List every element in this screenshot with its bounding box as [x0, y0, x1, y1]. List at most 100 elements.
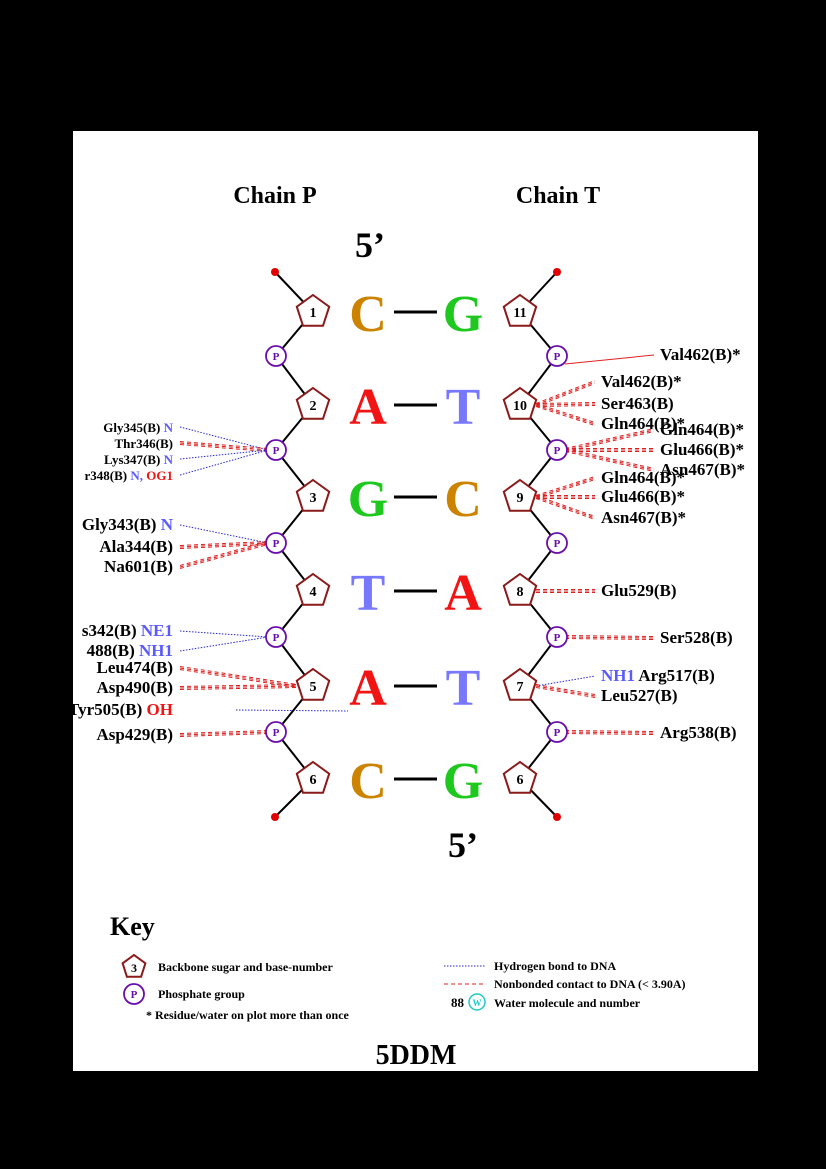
sugar-pentagon	[295, 667, 331, 701]
nonbond-line	[535, 498, 596, 520]
sugar-pentagon	[295, 386, 331, 420]
phosphate: P	[265, 626, 287, 648]
right-contact-label: Gln464(B)*	[660, 420, 744, 439]
phosphate-circle	[265, 532, 287, 554]
residue-label: NH1 Arg517(B)	[601, 666, 715, 685]
right-contact-label: Gln464(B)*	[601, 414, 685, 433]
left-contact-label: Leu474(B)	[97, 658, 174, 677]
base-letter: G	[443, 753, 483, 810]
phosphate: P	[265, 532, 287, 554]
base-number: 5	[310, 680, 317, 695]
residue-label: Tyr505(B) OH	[73, 700, 173, 719]
base-letter: G	[348, 471, 388, 528]
nonbond-line	[535, 685, 596, 697]
hbond-line	[179, 449, 269, 460]
phosphate-circle	[546, 721, 568, 743]
base-letter: A	[349, 660, 387, 717]
residue-label: Glu466(B)*	[601, 487, 685, 506]
phosphate: P	[265, 345, 287, 367]
right-contact-label: Glu466(B)*	[601, 487, 685, 506]
nonbond-line	[564, 730, 655, 732]
base-number: 4	[310, 585, 317, 600]
nonbond-line	[564, 451, 655, 472]
key-hbond-text: Hydrogen bond to DNA	[494, 959, 616, 973]
residue-label: Lys347(B) N	[104, 452, 174, 467]
phosphate-label: P	[554, 632, 561, 644]
base-letter: T	[351, 565, 386, 622]
residue-label: Asn467(B)*	[660, 460, 745, 479]
residue-label: Ser463(B)	[601, 394, 674, 413]
base-number: 10	[513, 399, 527, 414]
nonbond-line	[535, 403, 596, 423]
phosphate: P	[265, 439, 287, 461]
nonbond-line	[535, 476, 596, 496]
nonbond-line	[564, 635, 655, 637]
nonbond-line	[179, 666, 298, 685]
residue-label: Arg538(B)	[660, 723, 736, 742]
phosphate-label: P	[554, 538, 561, 550]
hbond-line	[235, 709, 349, 712]
nonbond-line	[535, 404, 596, 425]
pdb-title: 5DDM	[376, 1040, 457, 1071]
key-residue-note: * Residue/water on plot more than once	[146, 1008, 350, 1022]
nonbond-line	[564, 638, 655, 640]
left-contact-label: r348(B) N, OG1	[85, 468, 173, 483]
base-letter: A	[349, 379, 387, 436]
nonbond-line	[535, 403, 596, 406]
nonbond-line	[564, 449, 655, 471]
hbond-line	[179, 524, 269, 544]
right-contact-label: Ser528(B)	[660, 628, 733, 647]
left-contact-label: Gly343(B) N	[82, 515, 174, 534]
base-letter: A	[444, 565, 482, 622]
phosphate: P	[546, 532, 568, 554]
sugar-pentagon	[502, 760, 538, 794]
residue-label: Gly343(B) N	[82, 515, 174, 534]
nonbond-line	[179, 542, 269, 568]
phosphate-circle	[546, 532, 568, 554]
phosphate-circle	[546, 345, 568, 367]
residue-label: Asn467(B)*	[601, 508, 686, 527]
phosphate: P	[546, 721, 568, 743]
left-contact-label: Asp429(B)	[96, 725, 173, 744]
nonbond-line	[179, 667, 298, 687]
phosphate-label: P	[131, 989, 138, 1001]
hbond-line	[179, 449, 269, 476]
phosphate-circle	[546, 626, 568, 648]
hbond-line	[179, 630, 269, 638]
nonbond-line	[535, 687, 596, 698]
residue-label: s342(B) NE1	[82, 621, 173, 640]
residue-label: r348(B) N, OG1	[85, 468, 173, 483]
left-contact-label: Thr346(B)	[115, 436, 174, 451]
residue-label: Ser528(B)	[660, 628, 733, 647]
nonbond-line	[535, 380, 596, 404]
base-number: 11	[513, 306, 526, 321]
nonbond-line	[179, 544, 269, 549]
nonbond-line	[179, 687, 298, 690]
base-number: 2	[310, 399, 317, 414]
right-contact-label: Val462(B)*	[660, 345, 741, 364]
terminal-dot	[553, 268, 561, 276]
phosphate-label: P	[273, 727, 280, 739]
residue-label: Leu527(B)	[601, 686, 678, 705]
key-water-icon	[468, 993, 486, 1011]
left-contact-label: Ala344(B)	[99, 537, 173, 556]
base-number: 6	[517, 773, 524, 788]
base-number: 3	[310, 491, 317, 506]
nonbond-line	[564, 636, 655, 639]
residue-label: Val462(B)*	[601, 372, 682, 391]
nonbond-line	[564, 733, 655, 735]
left-contact-label: s342(B) NE1	[82, 621, 173, 640]
right-contact-label: Arg538(B)	[660, 723, 736, 742]
sugar-pentagon	[295, 293, 331, 327]
nonbond-line	[179, 544, 269, 569]
nonbond-line	[564, 354, 655, 365]
residue-label: Asp429(B)	[96, 725, 173, 744]
nonbond-line	[179, 444, 269, 452]
nonbond-line	[535, 383, 596, 407]
phosphate-circle	[265, 439, 287, 461]
right-contact-label: Asn467(B)*	[601, 508, 686, 527]
residue-label: Gln464(B)*	[601, 414, 685, 433]
right-contact-label: NH1 Arg517(B)	[601, 666, 715, 685]
